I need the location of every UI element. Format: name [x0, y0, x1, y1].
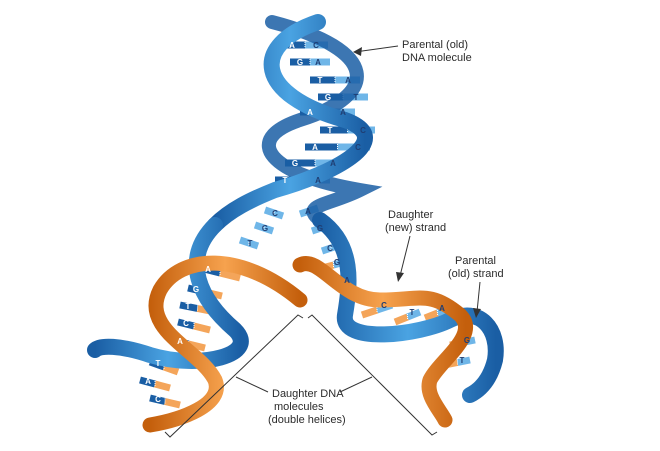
daughter-molecules-line2: molecules — [274, 401, 324, 413]
fork-base-letter-1: G — [262, 224, 268, 233]
top-base-2-a: T — [318, 76, 323, 85]
top-base-0-b: C — [313, 41, 319, 50]
fork-base-letter-2: T — [248, 239, 253, 248]
left-base-2: T — [186, 302, 191, 311]
left-base-1: G — [193, 285, 199, 294]
right-base-3: T — [410, 308, 415, 317]
top-base-1-a: G — [297, 58, 303, 67]
right-base-pair-2-half-a — [360, 306, 379, 319]
left-base-pair-3-half-b — [193, 322, 211, 334]
top-base-5-b: C — [360, 126, 366, 135]
left-base-4: A — [177, 337, 183, 346]
fork-base-1-half-b — [262, 224, 275, 235]
left-base-6: A — [145, 377, 151, 386]
right-daughter-strand — [292, 256, 473, 428]
parental-strand-line2: (old) strand — [448, 268, 504, 280]
label-daughter-strand: Daughter (new) strand — [385, 209, 446, 282]
right-base-pair-3-half-b — [406, 308, 422, 321]
fork-base-letter-5: C — [327, 244, 333, 253]
fork-base-letter-0: C — [272, 209, 278, 218]
daughter-molecules-line3: (double helices) — [268, 414, 346, 426]
top-base-7-a: G — [292, 159, 298, 168]
right-base-0: G — [334, 258, 340, 267]
left-base-pair-3-half-a — [177, 318, 195, 330]
left-base-pair-0-half-b — [219, 269, 241, 282]
top-base-8-a: T — [283, 176, 288, 185]
top-base-6-a: A — [312, 143, 318, 152]
top-base-6-b: C — [355, 143, 361, 152]
fork-base-2-half-a — [238, 236, 251, 247]
parental-molecule-line1: Parental (old) — [402, 39, 468, 51]
left-base-pair-7-half-b — [164, 398, 181, 409]
parental-strand-back — [261, 15, 383, 227]
top-base-0-a: A — [289, 41, 295, 50]
right-base-4: A — [439, 304, 445, 313]
fork-base-letter-3: A — [305, 207, 311, 216]
right-base-1: A — [344, 276, 350, 285]
left-base-pair-5-half-b — [162, 363, 180, 376]
top-base-4-b: A — [340, 108, 346, 117]
fork-base-0-half-b — [272, 209, 285, 220]
left-base-0: A — [205, 265, 211, 274]
top-base-1-b: A — [315, 58, 321, 67]
fork-base-1-half-a — [253, 221, 266, 232]
left-base-pair-6-half-b — [154, 380, 171, 392]
right-base-5: G — [464, 336, 470, 345]
left-base-pair-2-half-a — [179, 301, 199, 312]
right-base-6: T — [460, 356, 465, 365]
right-base-pair-6-half-b — [456, 356, 471, 366]
top-base-5-a: T — [328, 126, 333, 135]
label-parental-strand: Parental (old) strand — [448, 255, 504, 318]
top-base-2-b: A — [345, 76, 351, 85]
label-daughter-molecules: Daughter DNA molecules (double helices) — [164, 314, 438, 438]
left-base-pair-7-half-a — [149, 394, 166, 405]
left-daughter-strand — [142, 255, 308, 433]
fork-base-letter-4: G — [317, 224, 323, 233]
right-base-2: C — [381, 301, 387, 310]
daughter-strand-line1: Daughter — [388, 209, 434, 221]
left-base-5: T — [156, 359, 161, 368]
fork-base-2-half-b — [247, 239, 260, 250]
fork-base-5-half-b — [320, 244, 333, 255]
fork-base-0-half-a — [263, 206, 276, 217]
left-parental-strand — [87, 217, 249, 369]
right-base-pair-3-half-a — [393, 313, 409, 326]
left-base-7: C — [155, 395, 161, 404]
left-base-pair-6-half-a — [139, 376, 156, 388]
right-base-pair-4-half-a — [423, 309, 439, 322]
parental-strand-line1: Parental — [455, 255, 496, 267]
parental-strand-front — [207, 14, 373, 233]
top-base-7-b: A — [330, 159, 336, 168]
top-base-4-a: A — [307, 108, 313, 117]
daughter-molecules-line1: Daughter DNA — [272, 388, 344, 400]
parental-molecule-line2: DNA molecule — [402, 52, 472, 64]
label-parental-molecule: Parental (old) DNA molecule — [353, 39, 472, 64]
top-base-8-b: A — [315, 176, 321, 185]
left-base-3: C — [183, 319, 189, 328]
top-base-3-a: G — [325, 93, 331, 102]
top-base-3-b: T — [354, 93, 359, 102]
daughter-strand-line2: (new) strand — [385, 222, 446, 234]
